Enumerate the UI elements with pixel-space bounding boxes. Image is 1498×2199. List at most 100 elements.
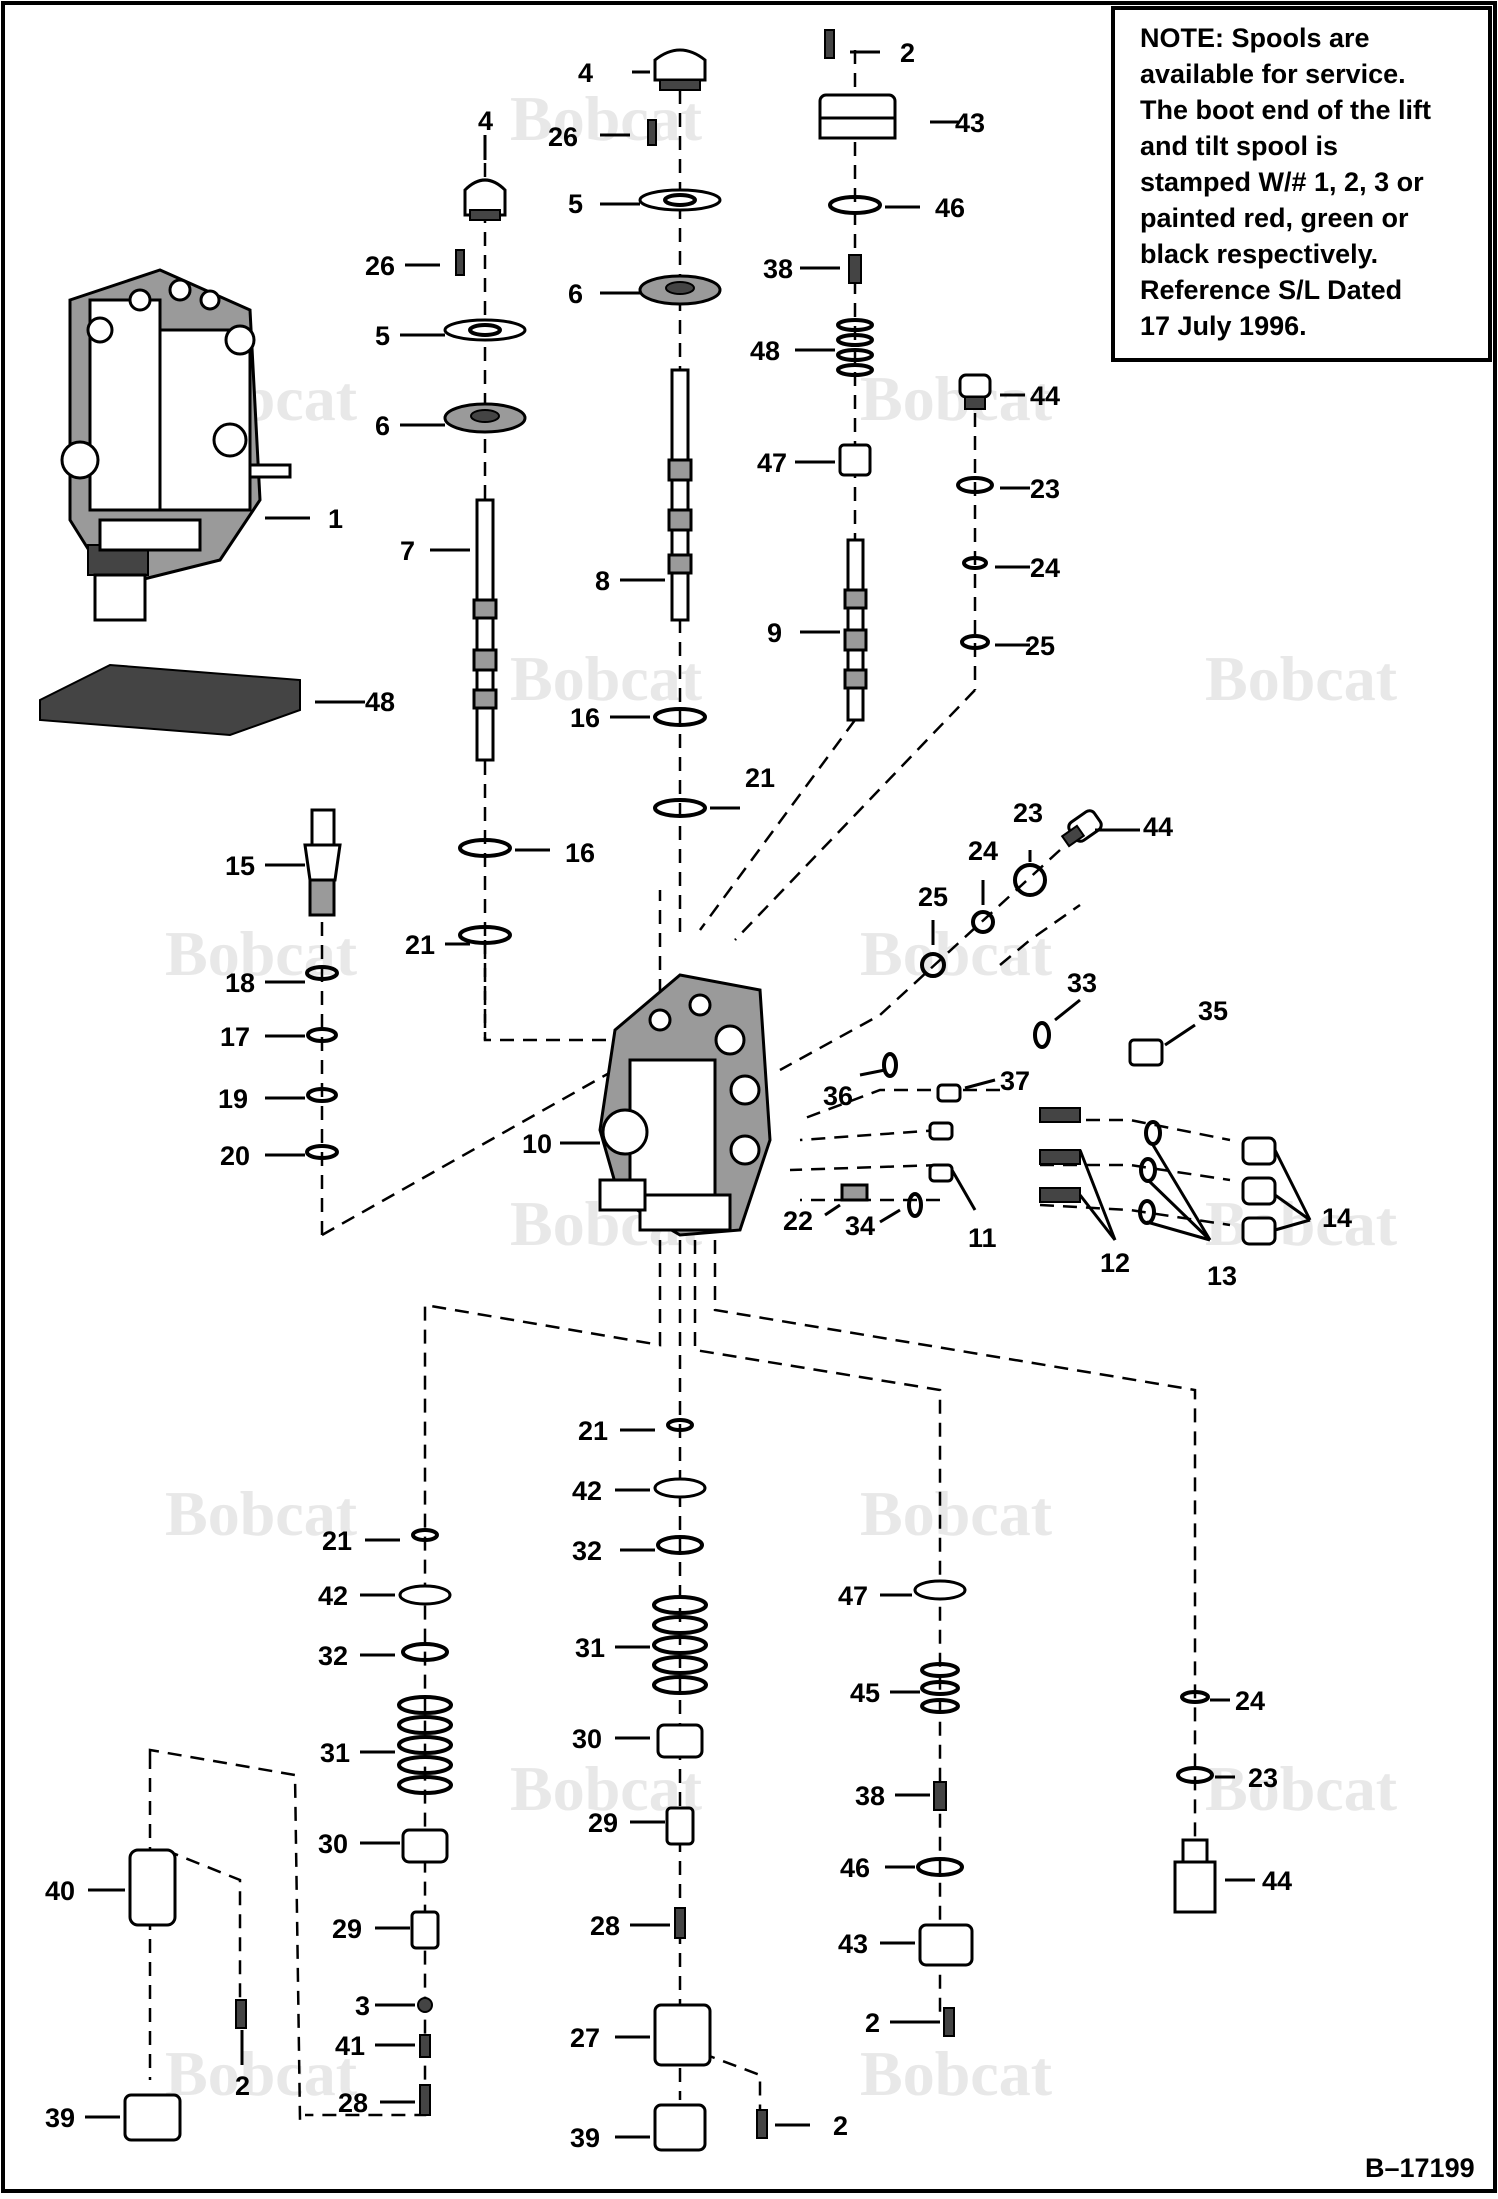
- callout-label: 48: [750, 336, 780, 366]
- callout-label: 39: [45, 2103, 75, 2133]
- callout-label: 37: [1000, 1066, 1030, 1096]
- callout-label: 18: [225, 968, 255, 998]
- callout-label: 11: [968, 1223, 997, 1253]
- note-line: 17 July 1996.: [1140, 311, 1307, 341]
- poppet-part: [928, 1163, 954, 1183]
- spring-part: [1039, 1149, 1081, 1165]
- note-frame: [1111, 6, 1492, 362]
- callout-label: 31: [320, 1738, 350, 1768]
- watermark: Bobcat: [165, 2038, 358, 2109]
- callout-label: 29: [332, 1914, 362, 1944]
- callout-label: 20: [220, 1141, 250, 1171]
- valve-body-part: [598, 973, 772, 1237]
- note-line: and tilt spool is: [1140, 131, 1338, 161]
- callout-label: 44: [1030, 381, 1060, 411]
- callout-label: 9: [767, 618, 782, 648]
- callout-label: 22: [783, 1206, 813, 1236]
- spring-part: [652, 1595, 708, 1695]
- plug-part: [1173, 1838, 1217, 1914]
- callout-label: 43: [838, 1929, 868, 1959]
- spring-seat-part: [401, 1828, 449, 1864]
- callout-label: 8: [595, 566, 610, 596]
- washer-part: [913, 1579, 967, 1601]
- callout-label: 47: [757, 448, 787, 478]
- plug-part: [1241, 1136, 1277, 1166]
- cap-part: [463, 178, 507, 221]
- callout-label: 6: [375, 411, 390, 441]
- callout-label: 17: [220, 1022, 250, 1052]
- plug-part: [1060, 809, 1103, 848]
- callout-label: 5: [375, 321, 390, 351]
- o-ring-part: [306, 1027, 338, 1043]
- o-ring-part: [916, 1857, 964, 1877]
- callout-label: 47: [838, 1581, 868, 1611]
- callout-label: 4: [478, 106, 493, 136]
- callout-label: 6: [568, 279, 583, 309]
- callout-label: 27: [570, 2023, 600, 2053]
- note-line: NOTE: Spools are: [1140, 23, 1370, 53]
- callout-label: 48: [365, 687, 395, 717]
- callout-label: 34: [845, 1211, 875, 1241]
- washer-part: [656, 1535, 704, 1555]
- ball-part: [417, 1997, 433, 2013]
- screw-part: [824, 29, 835, 59]
- o-ring-part: [882, 1052, 898, 1078]
- seal-plate-part: [638, 188, 722, 212]
- o-ring-part: [411, 1528, 439, 1542]
- cap-part: [918, 1923, 974, 1967]
- callout-label: 33: [1067, 968, 1097, 998]
- poppet-part: [928, 1121, 954, 1141]
- spring-part: [836, 318, 874, 377]
- watermark: Bobcat: [860, 363, 1053, 434]
- callout-label: 23: [1013, 798, 1043, 828]
- o-ring-part: [305, 1144, 339, 1160]
- callout-label: 21: [578, 1416, 608, 1446]
- cup-part: [653, 2103, 707, 2152]
- callout-label: 45: [850, 1678, 880, 1708]
- callout-label: 10: [522, 1129, 552, 1159]
- callout-label: 16: [570, 703, 600, 733]
- watermark: Bobcat: [510, 83, 703, 154]
- screw-part: [455, 249, 465, 276]
- o-ring-part: [920, 952, 946, 978]
- o-ring-part: [971, 910, 995, 934]
- o-ring-part: [306, 1087, 338, 1103]
- callout-label: 35: [1198, 996, 1228, 1026]
- spring-part: [1039, 1107, 1081, 1123]
- spring-part: [397, 1695, 453, 1795]
- o-ring-part: [1144, 1120, 1162, 1146]
- o-ring-part: [653, 707, 707, 727]
- callout-label: 44: [1143, 812, 1173, 842]
- o-ring-part: [956, 476, 994, 494]
- spool-part: [667, 368, 693, 622]
- plug-part: [1128, 1038, 1164, 1067]
- seal-plate-part: [638, 274, 722, 306]
- note-box: NOTE: Spools are available for service. …: [1111, 6, 1492, 362]
- washer-part: [653, 1477, 707, 1499]
- callout-label: 39: [570, 2123, 600, 2153]
- callout-label: 38: [763, 254, 793, 284]
- callout-label: 26: [365, 251, 395, 281]
- o-ring-part: [1013, 863, 1047, 897]
- callout-label: 46: [935, 193, 965, 223]
- callout-label: 13: [1207, 1261, 1237, 1291]
- parts-group: [39, 29, 1277, 2152]
- o-ring-part: [828, 195, 882, 215]
- callout-labels: 1 48 2 4 4 26 26 5 6 5 6 7 8 9 43 46 38 …: [45, 38, 1352, 2153]
- callout-label: 38: [855, 1781, 885, 1811]
- callout-label: 23: [1030, 474, 1060, 504]
- screw-part: [674, 1907, 686, 1939]
- o-ring-part: [960, 634, 990, 650]
- note-line: available for service.: [1140, 59, 1406, 89]
- spring-part: [920, 1662, 960, 1714]
- watermark: Bobcat: [860, 918, 1053, 989]
- callout-label: 3: [355, 1991, 370, 2021]
- callout-label: 24: [1235, 1686, 1265, 1716]
- washer-part: [398, 1584, 452, 1606]
- callout-label: 5: [568, 189, 583, 219]
- screw-part: [943, 2007, 955, 2037]
- cap-part: [653, 2003, 712, 2067]
- boot-part: [39, 663, 301, 737]
- callout-label: 14: [1322, 1203, 1352, 1233]
